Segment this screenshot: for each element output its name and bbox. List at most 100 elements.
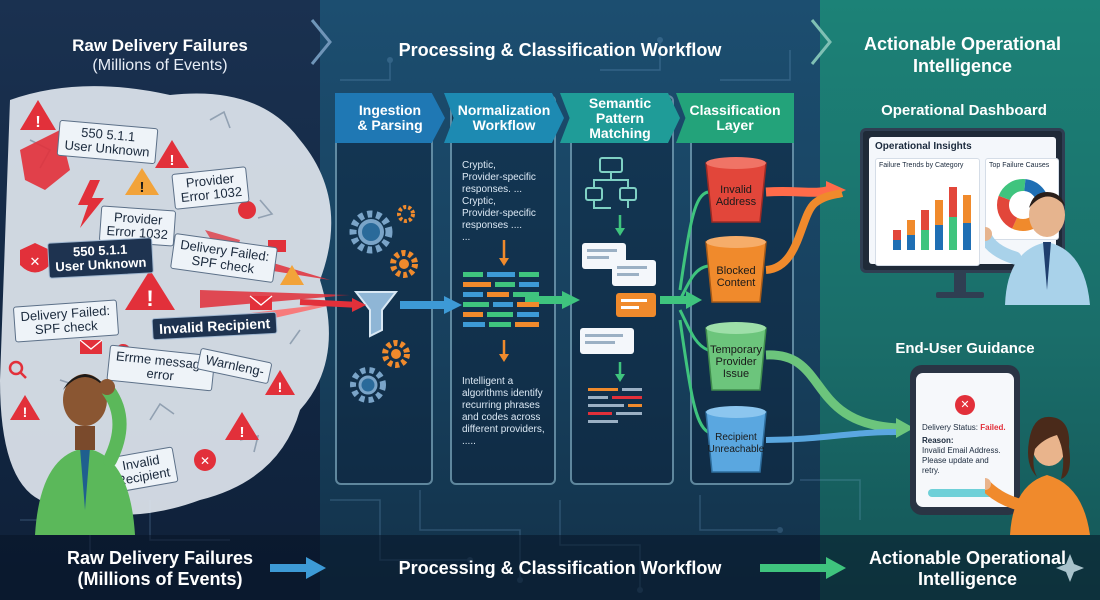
bucket-label-line: Blocked [716, 265, 756, 277]
stage-tab-line: Workflow [472, 117, 536, 133]
warning-icon: ! [125, 270, 175, 311]
error-circle-icon: ✕ [955, 395, 975, 415]
footer-line: Raw Delivery Failures [66, 548, 254, 568]
desc-line: ..... [462, 436, 476, 447]
status-value: Failed. [980, 423, 1006, 432]
dashboard-screen: Operational Insights Failure Trends by C… [869, 137, 1059, 266]
gear-icon [397, 205, 415, 223]
bucket-label-line: Invalid [720, 184, 752, 196]
normalization-description-bottom: Intelligent a algorithms identify recurr… [462, 376, 545, 448]
reason-line: Invalid Email Address. [922, 446, 1001, 455]
bucket-temporary-issue [705, 322, 767, 391]
stage-tab-line: Matching [589, 124, 651, 141]
reason-label: Reason: [922, 436, 954, 445]
ingestion-column [335, 95, 433, 485]
right-title-line1: Actionable Operational [863, 34, 1062, 54]
flow-arrow [299, 299, 361, 308]
failure-reason: Reason: Invalid Email Address. Please up… [922, 436, 1001, 476]
svg-text:!: ! [170, 152, 175, 169]
trend-chart-card: Failure Trends by Category [875, 158, 980, 266]
bucket-label-invalid-address: Invalid Address [712, 184, 760, 208]
left-panel-title: Raw Delivery Failures (Millions of Event… [40, 36, 280, 76]
bucket-recipient-unreachable [705, 406, 767, 473]
warning-icon: ! [125, 168, 159, 196]
footer-band [0, 535, 1100, 600]
footer-line: Intelligence [917, 569, 1018, 589]
stressed-person-illustration [35, 374, 135, 535]
chat-bubble-icon [612, 260, 656, 286]
warning-icon: ! [225, 412, 259, 441]
footer-line: Actionable Operational [868, 548, 1067, 568]
magnifier-icon [8, 360, 27, 379]
mail-icon [79, 339, 103, 354]
funnel-icon [353, 291, 399, 338]
mail-icon [249, 295, 273, 310]
desc-line: ... [462, 232, 471, 243]
trend-chart-title: Failure Trends by Category [879, 162, 964, 169]
warning-icon: ! [10, 395, 40, 420]
bucket-blocked-content [705, 236, 767, 303]
bucket-label-line: Content [716, 277, 756, 289]
guidance-phone: ✕ Delivery Status: Failed. Reason: Inval… [910, 365, 1020, 515]
alert-shield-icon: ✕ [20, 243, 50, 273]
normalization-description-top: Cryptic, Provider-specific responses. ..… [462, 160, 536, 244]
bucket-label-temporary-issue: Temporary Provider Issue [708, 344, 764, 380]
stage-tab-ingestion: Ingestion& Parsing [335, 93, 445, 143]
bucket-label-line: Address [715, 196, 757, 208]
svg-text:!: ! [140, 179, 145, 196]
error-circle-icon [238, 201, 256, 219]
reason-line: retry. [922, 466, 940, 475]
svg-text:!: ! [23, 404, 28, 420]
stage-tab-line: Normalization [457, 102, 551, 118]
chat-bubble-icon [616, 293, 656, 317]
left-subtitle-text: (Millions of Events) [92, 57, 228, 74]
desc-line: Provider-specific [462, 172, 536, 183]
pattern-flowchart-icon [585, 157, 637, 209]
lightning-icon [78, 180, 104, 228]
trend-bar-chart [893, 187, 971, 250]
guide-person-illustration [985, 416, 1090, 535]
error-circle-icon: ✕ [194, 449, 216, 471]
bucket-label-line: Temporary [710, 344, 762, 356]
footer-left-label: Raw Delivery Failures (Millions of Event… [45, 548, 275, 590]
warning-icon: ! [265, 370, 295, 395]
guidance-section-title: End-User Guidance [895, 340, 1035, 357]
bucket-invalid-address [705, 157, 767, 223]
chevron-right-icon [310, 19, 332, 65]
dashboard-screen-title: Operational Insights [875, 141, 972, 152]
desc-line: different providers, [462, 424, 545, 435]
footer-line: (Millions of Events) [77, 569, 243, 589]
phone-screen: ✕ Delivery Status: Failed. Reason: Inval… [916, 373, 1014, 507]
stage-tab-line: Classification [689, 102, 781, 118]
svg-text:!: ! [146, 286, 153, 311]
delivery-status-line: Delivery Status: Failed. [922, 423, 1006, 432]
status-label: Delivery Status: [922, 423, 981, 432]
causes-chart-title: Top Failure Causes [989, 162, 1050, 169]
normalized-data-rows [463, 272, 539, 327]
desc-line: recurring phrases [462, 400, 540, 411]
bucket-label-line: Provider [715, 356, 757, 368]
chevron-right-icon [810, 19, 832, 65]
stage-tab-line: Layer [716, 117, 754, 133]
reason-line: Please update and [922, 456, 989, 465]
svg-text:!: ! [35, 114, 40, 131]
stage-tab-line: Semantic [588, 94, 652, 111]
warning-icon [280, 265, 304, 285]
bucket-label-blocked-content: Blocked Content [712, 265, 760, 289]
desc-line: algorithms identify [462, 388, 543, 399]
dashboard-monitor: Operational Insights Failure Trends by C… [860, 128, 1065, 273]
footer-mid-label: Processing & Classification Workflow [398, 558, 722, 578]
stage-tab-line: & Parsing [357, 117, 423, 133]
bucket-label-recipient-unreachable: Recipient Unreachable [706, 432, 766, 456]
gear-icon [350, 367, 386, 403]
gear-icon [390, 250, 418, 278]
svg-text:✕: ✕ [200, 454, 210, 468]
retry-button[interactable] [928, 489, 1002, 497]
chat-bubble-icon [580, 328, 634, 354]
